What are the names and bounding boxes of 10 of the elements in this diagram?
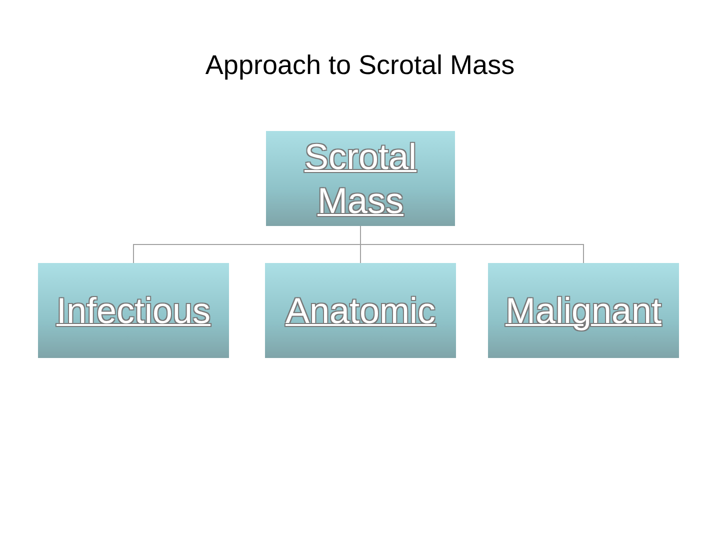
box-label: Scrotal Mass <box>303 134 418 222</box>
category-box <box>38 263 229 358</box>
box-label: Anatomic <box>285 288 436 332</box>
connector-line <box>360 226 584 264</box>
box-label: Malignant <box>505 288 662 332</box>
diagram-title: Approach to Scrotal Mass <box>204 50 516 81</box>
category-box <box>265 263 456 358</box>
category-box <box>488 263 679 358</box>
box-label: Infectious <box>56 288 211 332</box>
category-box <box>266 131 455 226</box>
